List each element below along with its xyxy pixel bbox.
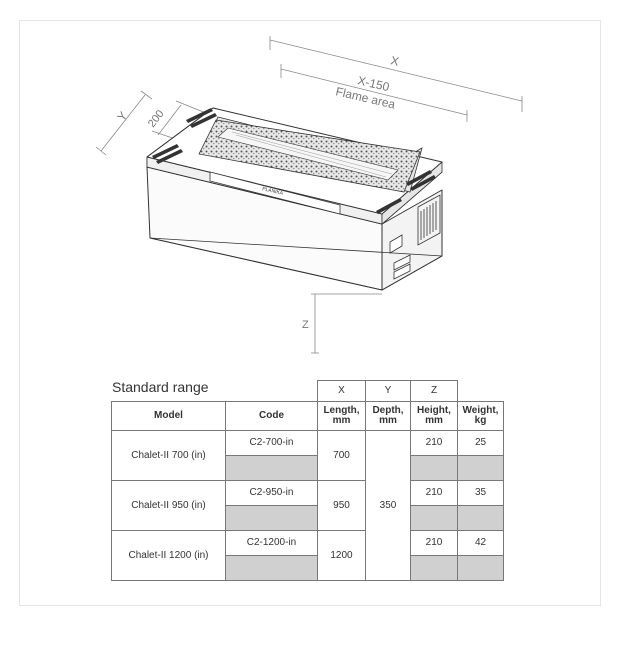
length-cell: 1200 (317, 530, 366, 581)
shaded-cell (225, 505, 318, 531)
table-row-shaded (112, 555, 504, 581)
burner (198, 116, 423, 193)
fireplace-diagram: X X-150 Flame area Y 200 Z PLANIKA (95, 36, 523, 354)
dim-x-label: X (389, 53, 400, 68)
dim-z-label: Z (302, 319, 309, 331)
shaded-cell (410, 505, 458, 531)
header-length: Length, mm (317, 401, 366, 431)
header-weight: Weight, kg (457, 401, 504, 431)
side-grille (417, 194, 441, 246)
dim-200-label: 200 (146, 108, 167, 130)
length-cell: 700 (317, 430, 366, 481)
axis-row: X Y Z (112, 380, 504, 402)
header-depth: Depth, mm (365, 401, 411, 431)
code-cell: C2-700-in (225, 430, 318, 456)
dim-y-label: Y (114, 109, 130, 124)
height-cell: 210 (410, 480, 458, 506)
table-row: Chalet-II 950 (in) C2-950-in 950 210 35 (111, 480, 504, 531)
brand-logo-text: PLANIKA (262, 186, 285, 197)
header-row: Model Code Length, mm Depth, mm Height, … (111, 401, 504, 431)
side-connectors (389, 234, 411, 280)
header-model: Model (111, 401, 226, 431)
axis-y: Y (365, 380, 411, 402)
shaded-cell (410, 555, 458, 581)
dimension-lines (95, 36, 523, 354)
model-cell: Chalet-II 950 (in) (111, 480, 226, 531)
weight-cell: 42 (457, 530, 504, 556)
table-row: Chalet-II 700 (in) C2-700-in 700 350 210… (111, 430, 504, 581)
header-code: Code (225, 401, 318, 431)
shaded-cell (457, 455, 504, 481)
shaded-cell (457, 505, 504, 531)
weight-cell: 35 (457, 480, 504, 506)
shaded-cell (457, 555, 504, 581)
height-cell: 210 (410, 430, 458, 456)
code-cell: C2-1200-in (225, 530, 318, 556)
spec-table: X Y Z Model Code Length, mm Depth, mm He… (111, 380, 504, 581)
control-panel (209, 171, 341, 215)
shaded-cell (225, 455, 318, 481)
shaded-cell (410, 455, 458, 481)
shaded-cell (225, 555, 318, 581)
header-height: Height, mm (410, 401, 458, 431)
weight-cell: 25 (457, 430, 504, 456)
vent-grilles (152, 108, 436, 214)
height-cell: 210 (410, 530, 458, 556)
axis-x: X (317, 380, 366, 402)
model-cell: Chalet-II 1200 (in) (111, 530, 226, 581)
depth-cell: 350 (365, 430, 411, 581)
axis-z: Z (410, 380, 458, 402)
length-cell: 950 (317, 480, 366, 531)
table-row: Chalet-II 1200 (in) C2-1200-in 1200 210 … (111, 530, 504, 581)
model-cell: Chalet-II 700 (in) (111, 430, 226, 481)
code-cell: C2-950-in (225, 480, 318, 506)
standard-range-title: Standard range (112, 379, 209, 395)
